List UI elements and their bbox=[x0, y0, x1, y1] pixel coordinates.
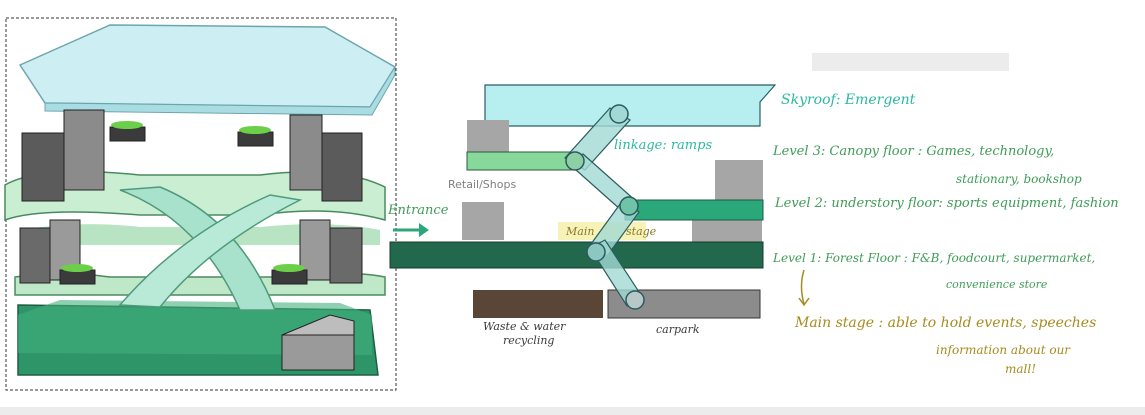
level2-slab bbox=[624, 199, 764, 221]
main-stage-label: Main stage : able to hold events, speech… bbox=[795, 315, 1097, 331]
right-block-lower bbox=[692, 220, 762, 245]
retail-block-lower bbox=[462, 202, 504, 240]
waste-label-line2: recycling bbox=[503, 334, 555, 347]
skyroof-label: Skyroof: Emergent bbox=[781, 92, 916, 108]
entrance-label: Entrance bbox=[388, 203, 449, 218]
footer-strip bbox=[0, 407, 1145, 415]
main-stage-label-line2: information about our bbox=[936, 343, 1071, 357]
level3-label-line2: stationary, bookshop bbox=[956, 172, 1082, 186]
down-arrow-icon bbox=[798, 269, 810, 307]
carpark-label: carpark bbox=[656, 323, 700, 336]
sketch-ramps bbox=[119, 186, 277, 311]
retail-label: Retail/Shops bbox=[448, 178, 517, 191]
main-label: Main bbox=[566, 225, 595, 238]
level3-slab bbox=[466, 151, 573, 171]
mall-3d-sketch bbox=[4, 17, 397, 391]
skyroof-slab bbox=[484, 84, 777, 127]
waste-recycling-block bbox=[473, 290, 603, 318]
sketch-roof bbox=[18, 24, 397, 108]
redaction-bar bbox=[812, 53, 1009, 71]
section-diagram bbox=[389, 84, 777, 319]
stage-label: stage bbox=[626, 225, 657, 238]
level1-slab bbox=[389, 241, 764, 269]
level2-label: Level 2: understory floor: sports equipm… bbox=[775, 196, 1119, 211]
level1-label-line2: convenience store bbox=[946, 278, 1048, 291]
retail-block-upper bbox=[467, 120, 509, 152]
waste-label-line1: Waste & water bbox=[483, 320, 566, 333]
main-stage-label-line3: mall! bbox=[1005, 362, 1037, 376]
level3-label: Level 3: Canopy floor : Games, technolog… bbox=[773, 144, 1055, 159]
linkage-label: linkage: ramps bbox=[614, 138, 713, 153]
level1-label: Level 1: Forest Floor : F&B, foodcourt, … bbox=[773, 251, 1096, 265]
right-block-upper bbox=[715, 160, 763, 200]
entrance-arrow-icon bbox=[393, 223, 429, 237]
